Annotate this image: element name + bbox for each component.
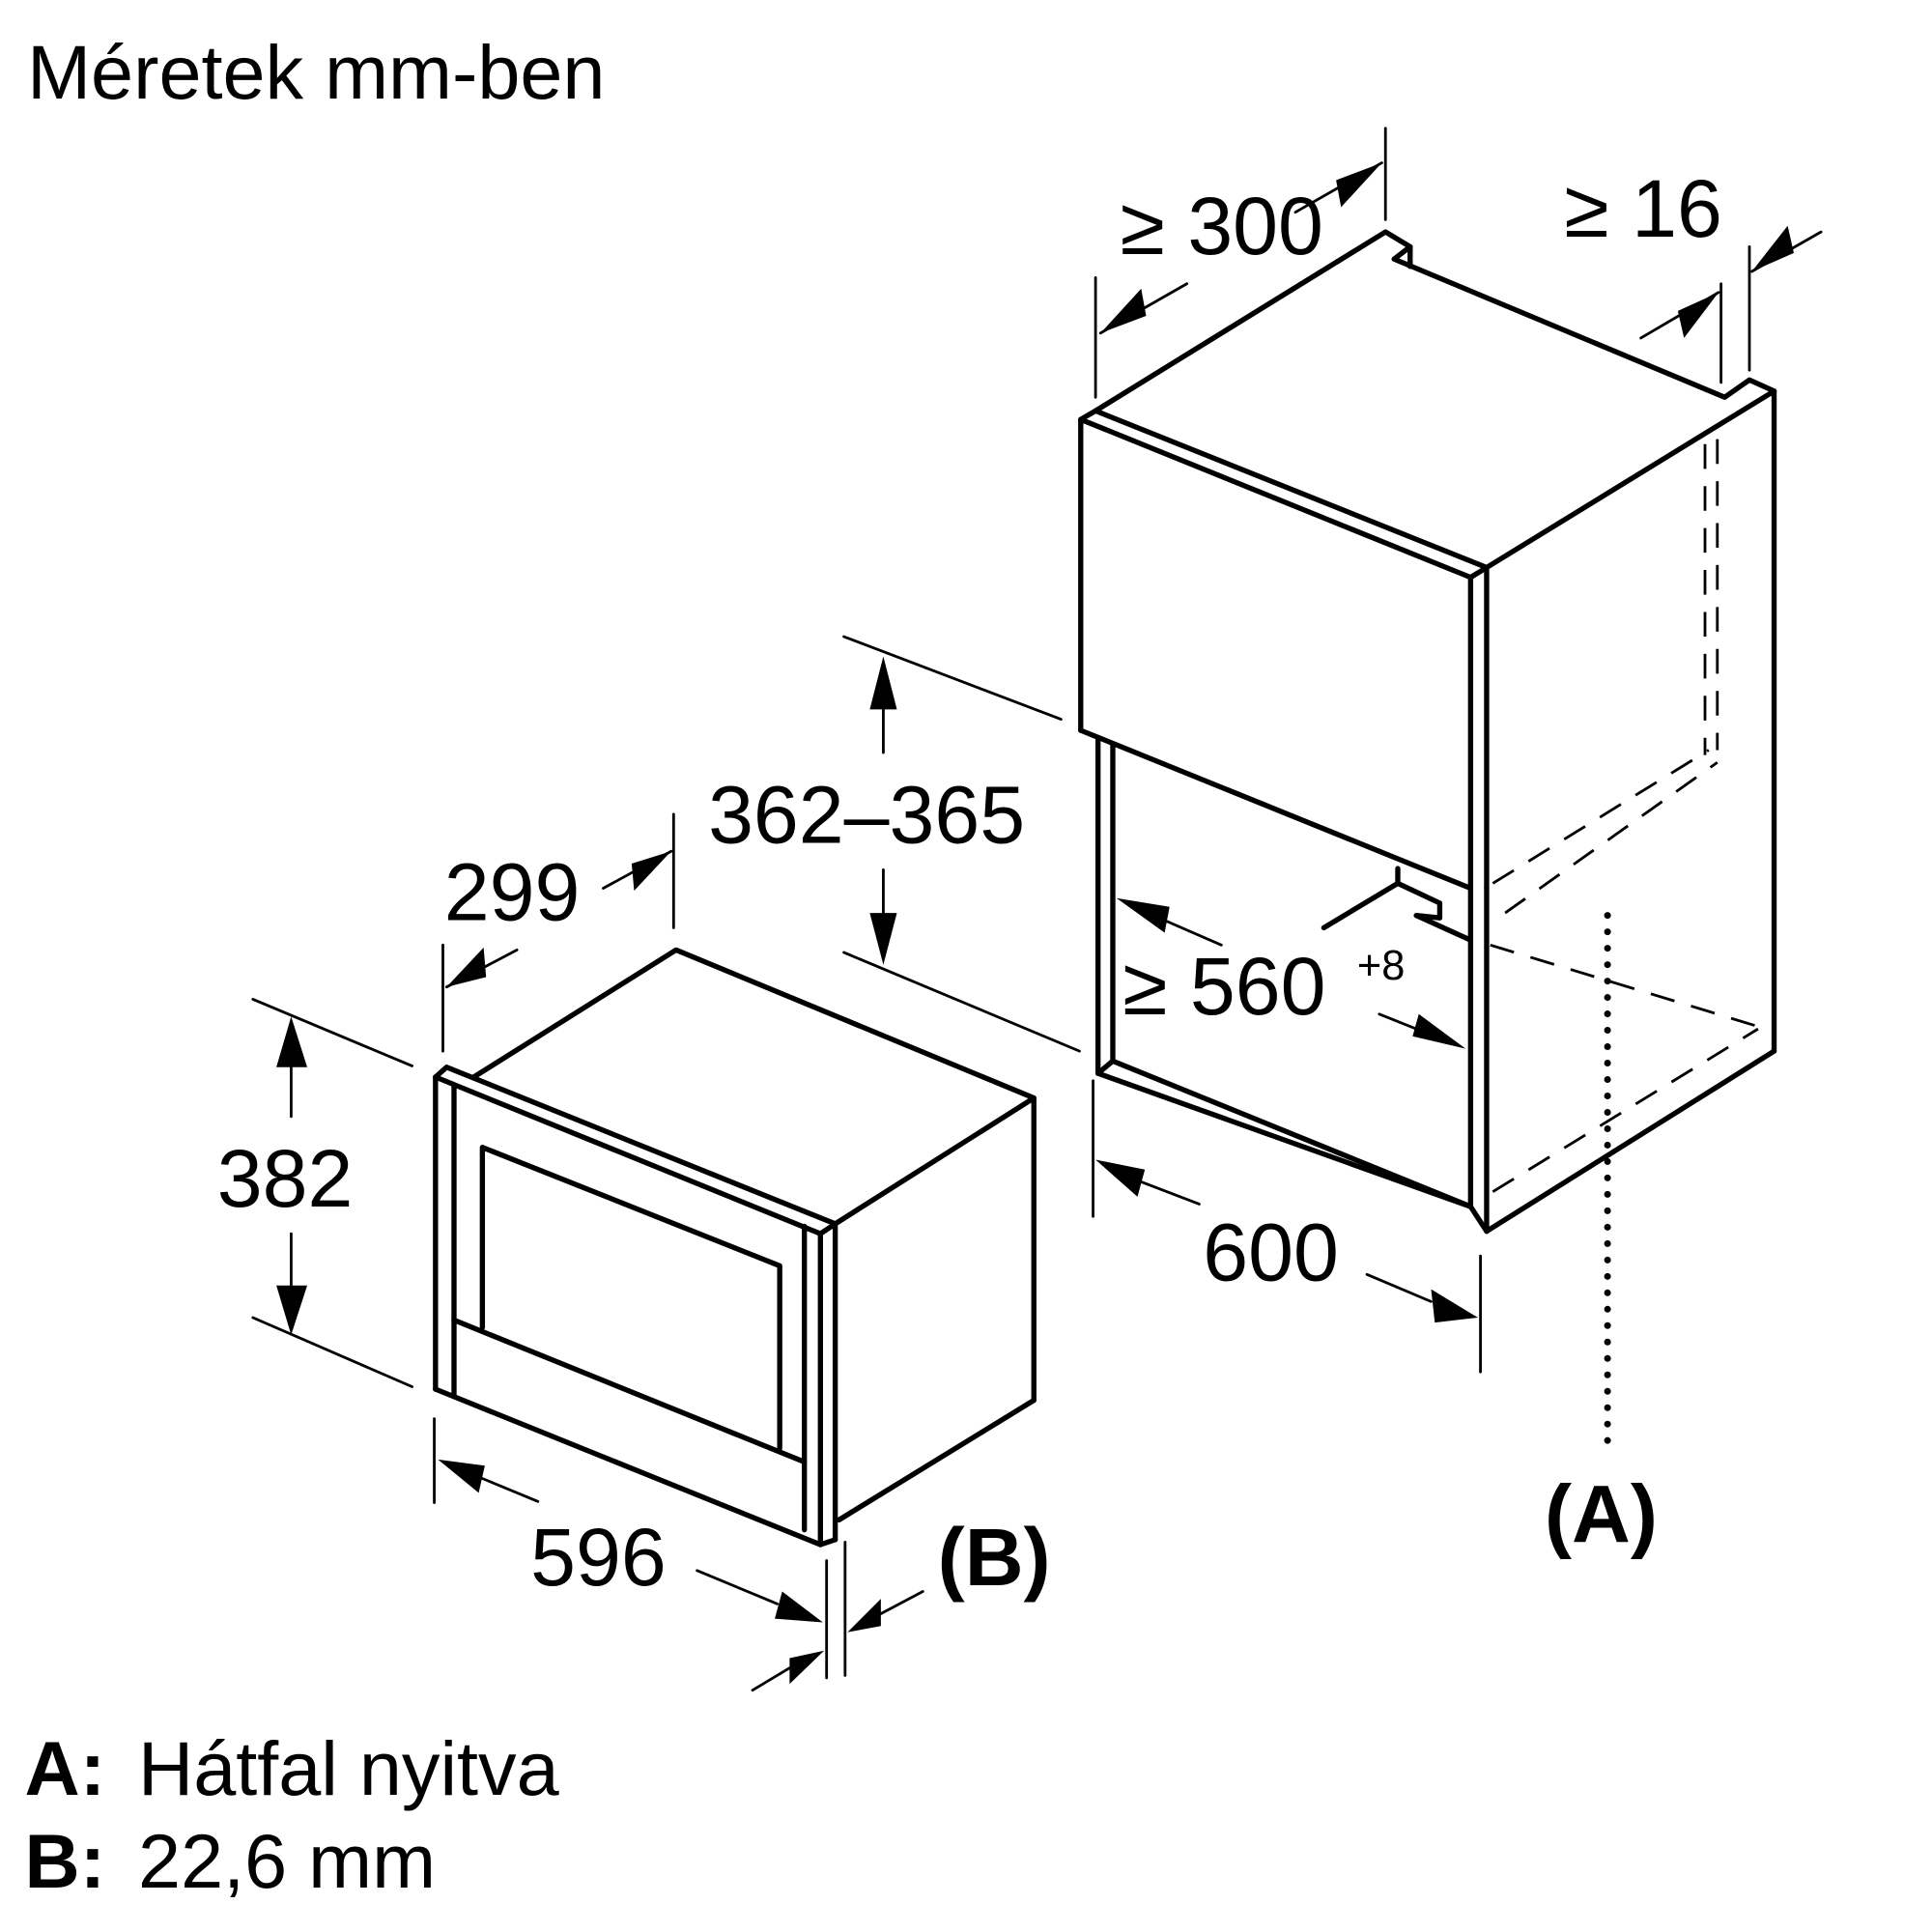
dim-niche-width-tolerance: +8 (1357, 943, 1406, 989)
dim-cabinet-width: 600 (1203, 1208, 1339, 1298)
legend-key-b: B: (25, 1818, 106, 1904)
legend-item-a: A: Hátfal nyitva (25, 1725, 560, 1811)
callout-b-marker: (B) (938, 1512, 1051, 1603)
callout-a-marker: (A) (1545, 1468, 1658, 1559)
legend-item-b: B: 22,6 mm (25, 1818, 436, 1904)
dim-cabinet-depth: ≥ 300 (1121, 181, 1323, 271)
dim-appliance-width: 596 (530, 1512, 667, 1603)
dim-cabinet-gap: ≥ 16 (1564, 163, 1721, 254)
cabinet-drawing (1078, 229, 1777, 1450)
dim-appliance-height: 382 (217, 1133, 354, 1224)
legend-text-a: Hátfal nyitva (138, 1725, 560, 1811)
legend-text-b: 22,6 mm (138, 1818, 436, 1904)
dim-niche-width-base: ≥ 560 (1122, 941, 1325, 1032)
legend: A: Hátfal nyitva B: 22,6 mm (25, 1725, 560, 1904)
legend-key-a: A: (25, 1725, 106, 1811)
dim-niche-height: 362–365 (708, 769, 1025, 860)
dimension-lines (251, 127, 1823, 1692)
dimension-labels: ≥ 300 ≥ 16 362–365 ≥ 560 +8 600 299 382 … (217, 163, 1722, 1603)
dim-niche-width: ≥ 560 +8 (1122, 941, 1405, 1032)
dim-appliance-depth: 299 (444, 847, 581, 938)
page-title: Méretek mm-ben (27, 29, 605, 115)
appliance-drawing (433, 947, 1037, 1548)
